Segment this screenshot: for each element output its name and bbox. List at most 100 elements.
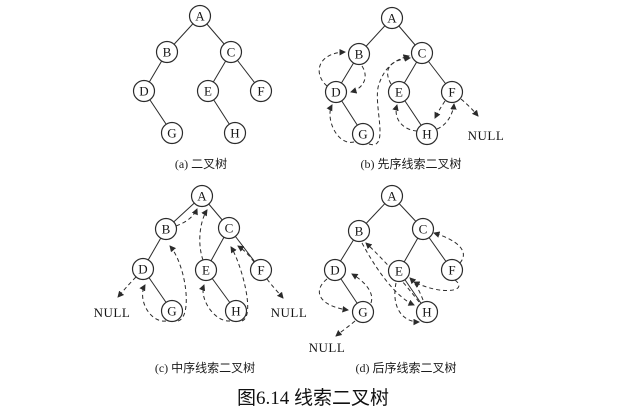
thread-c-G-to-B [169, 245, 187, 322]
node-label: D [139, 84, 148, 99]
node-b-H: H [415, 122, 439, 146]
thread-c-E-to-A [199, 209, 208, 261]
node-d-B: B [347, 219, 371, 243]
node-label: F [448, 263, 455, 278]
node-label: F [257, 84, 264, 99]
thread-b-G-to-D [326, 104, 355, 143]
subfigure-b: A B C D E F G H NULL (b) 先序线索二叉树 [318, 6, 505, 171]
node-d-C: C [411, 217, 435, 241]
node-label: B [162, 222, 171, 237]
node-b-G: G [351, 122, 375, 146]
node-label: B [355, 47, 364, 62]
thread-b-H-to-F [436, 103, 457, 130]
node-d-A: A [380, 184, 404, 208]
node-label: H [231, 304, 240, 319]
node-label: D [138, 262, 147, 277]
node-b-C: C [410, 41, 434, 65]
node-a-B: B [155, 40, 179, 64]
thread-b-D-to-B [318, 48, 346, 87]
node-d-D: D [323, 258, 347, 282]
node-label: A [387, 189, 397, 204]
subfigure-c: A B C D E F G H NULL NULL (c) 中序线索二叉树 [94, 184, 308, 375]
subfigure-d: A B C D E F G H NULL (d) 后序线索二叉树 [309, 184, 464, 375]
node-a-E: E [196, 79, 220, 103]
node-a-F: F [249, 79, 273, 103]
node-d-G: G [351, 300, 375, 324]
node-label: E [395, 85, 403, 100]
subfigure-caption-b: (b) 先序线索二叉树 [361, 156, 462, 171]
subfigure-caption-c: (c) 中序线索二叉树 [155, 360, 255, 375]
node-label: F [448, 85, 455, 100]
node-d-H: H [415, 300, 439, 324]
node-c-D: D [131, 257, 155, 281]
thread-c-D-to-NULL [117, 276, 137, 298]
node-label: E [202, 263, 210, 278]
thread-d-G-to-D [351, 273, 373, 304]
node-label: G [358, 127, 367, 142]
node-a-C: C [219, 40, 243, 64]
node-label: B [355, 224, 364, 239]
node-label: H [422, 305, 431, 320]
subfigure-caption-a: (a) 二叉树 [175, 156, 227, 171]
node-c-F: F [249, 258, 273, 282]
node-label: A [195, 9, 205, 24]
node-a-H: H [223, 121, 247, 145]
node-label: C [419, 222, 428, 237]
node-label: A [387, 11, 397, 26]
node-label: C [225, 221, 234, 236]
thread-c-F-to-C [237, 245, 255, 263]
thread-d-G-to-NULL [335, 320, 356, 337]
node-a-A: A [188, 4, 212, 28]
null-label-c-right: NULL [271, 305, 308, 320]
node-label: D [330, 263, 339, 278]
thread-d-D-to-G [318, 278, 349, 313]
thread-d-E-to-H [394, 282, 420, 326]
subfigure-a: A B C D E F G H (a) 二叉树 [132, 4, 273, 171]
subfigure-caption-d: (d) 后序线索二叉树 [356, 360, 457, 375]
node-d-E: E [387, 259, 411, 283]
node-c-C: C [217, 216, 241, 240]
node-d-F: F [440, 258, 464, 282]
thread-b-F-to-NULL [460, 98, 479, 117]
thread-b-E-to-C [387, 55, 411, 85]
thread-d-H-to-B [365, 242, 420, 303]
node-label: H [422, 127, 431, 142]
thread-d-F-to-E [413, 279, 460, 292]
node-label: C [418, 46, 427, 61]
node-label: H [230, 126, 239, 141]
thread-d-F-to-C [433, 231, 464, 264]
node-label: E [395, 264, 403, 279]
node-c-E: E [194, 258, 218, 282]
node-label: G [167, 304, 176, 319]
node-label: D [331, 85, 340, 100]
thread-c-B-to-A [175, 208, 198, 227]
node-label: G [167, 126, 176, 141]
node-label: B [163, 45, 172, 60]
node-b-E: E [387, 80, 411, 104]
node-c-A: A [190, 184, 214, 208]
null-label-d: NULL [309, 340, 346, 355]
thread-d-B-to-H [361, 242, 415, 306]
node-b-F: F [440, 80, 464, 104]
null-label-b: NULL [468, 128, 505, 143]
thread-c-G-to-D [139, 284, 167, 322]
node-a-D: D [132, 79, 156, 103]
node-label: F [257, 263, 264, 278]
figure-caption: 图6.14 线索二叉树 [237, 387, 389, 409]
node-label: E [204, 84, 212, 99]
thread-c-H-to-C [230, 246, 249, 322]
thread-b-B-to-D [350, 65, 366, 94]
node-c-G: G [160, 299, 184, 323]
node-b-A: A [380, 6, 404, 30]
thread-c-F-to-NULL [266, 278, 284, 299]
node-b-D: D [324, 80, 348, 104]
node-c-H: H [224, 299, 248, 323]
node-label: A [197, 189, 207, 204]
thread-d-H-to-E [409, 277, 424, 301]
node-label: G [358, 305, 367, 320]
node-c-B: B [154, 217, 178, 241]
node-a-G: G [160, 121, 184, 145]
node-label: C [227, 45, 236, 60]
